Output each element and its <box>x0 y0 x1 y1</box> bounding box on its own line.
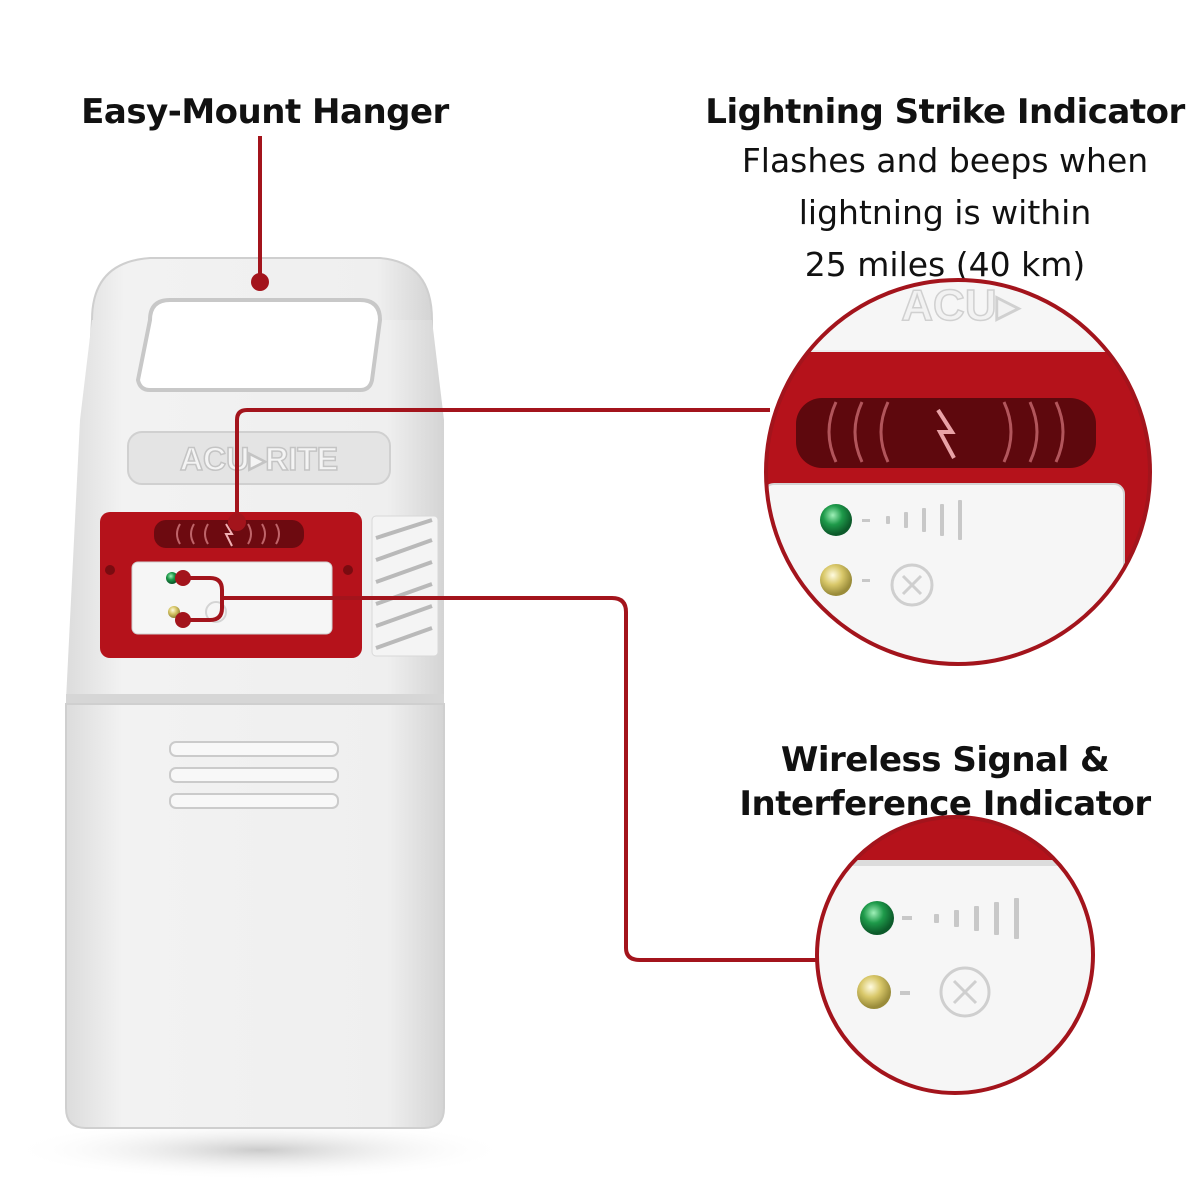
sensor-device: ACU▸RITE <box>65 257 445 1129</box>
battery-cover <box>65 703 445 1129</box>
lightning-title: Lightning Strike Indicator <box>705 92 1185 132</box>
brand-logo: ACU▸RITE <box>180 441 338 477</box>
grip-ridges <box>169 741 339 809</box>
hanger-title: Easy-Mount Hanger <box>81 92 449 132</box>
lightning-label: Lightning Strike Indicator Flashes and b… <box>700 92 1190 289</box>
screw-left <box>105 565 115 575</box>
hanger-callout-dot <box>251 273 269 291</box>
wireless-title-line-1: Wireless Signal & <box>780 740 1110 780</box>
wireless-label: Wireless Signal & Interference Indicator <box>720 738 1170 826</box>
zoom2-interference-icon <box>939 966 991 1018</box>
wireless-zoom-view <box>817 817 1093 1093</box>
zoom-lightning-bolt-icon <box>936 408 956 459</box>
zoom-yellow-led <box>820 564 852 596</box>
hanger-hole <box>135 298 383 392</box>
hanger-label: Easy-Mount Hanger <box>60 92 470 133</box>
lightning-arcs <box>176 523 280 545</box>
lightning-callout-line <box>235 408 770 522</box>
callout-lines <box>183 136 818 962</box>
lightning-zoom-view: ACU▸ <box>766 280 1150 664</box>
yellow-led-callout-dot <box>175 612 191 628</box>
screw-right <box>343 565 353 575</box>
lightning-callout-dot <box>228 513 246 531</box>
zoom-green-led <box>820 504 852 536</box>
zoom-brand-logo: ACU▸ <box>901 281 1020 330</box>
small-interference-icon <box>205 601 227 623</box>
lightning-bolt-icon <box>224 523 234 547</box>
lightning-desc-line-1: Flashes and beeps when <box>741 140 1149 180</box>
zoom-interference-icon <box>890 563 934 607</box>
zoom2-green-led <box>860 901 894 935</box>
lightning-desc-line-3: 25 miles (40 km) <box>804 244 1086 284</box>
green-led-callout-dot <box>175 570 191 586</box>
lightning-desc-line-2: lightning is within <box>798 192 1092 232</box>
lightning-zoom-ring <box>764 278 1152 666</box>
floor-shadow <box>10 1120 510 1180</box>
callout-dots <box>175 273 269 628</box>
brand-plate <box>127 431 391 485</box>
zoom2-yellow-led <box>857 975 891 1009</box>
wireless-zoom-ring <box>815 815 1095 1095</box>
small-green-led <box>166 572 178 584</box>
body-seam <box>66 694 444 704</box>
vent-slats <box>375 518 433 650</box>
wireless-callout-line <box>222 596 818 962</box>
